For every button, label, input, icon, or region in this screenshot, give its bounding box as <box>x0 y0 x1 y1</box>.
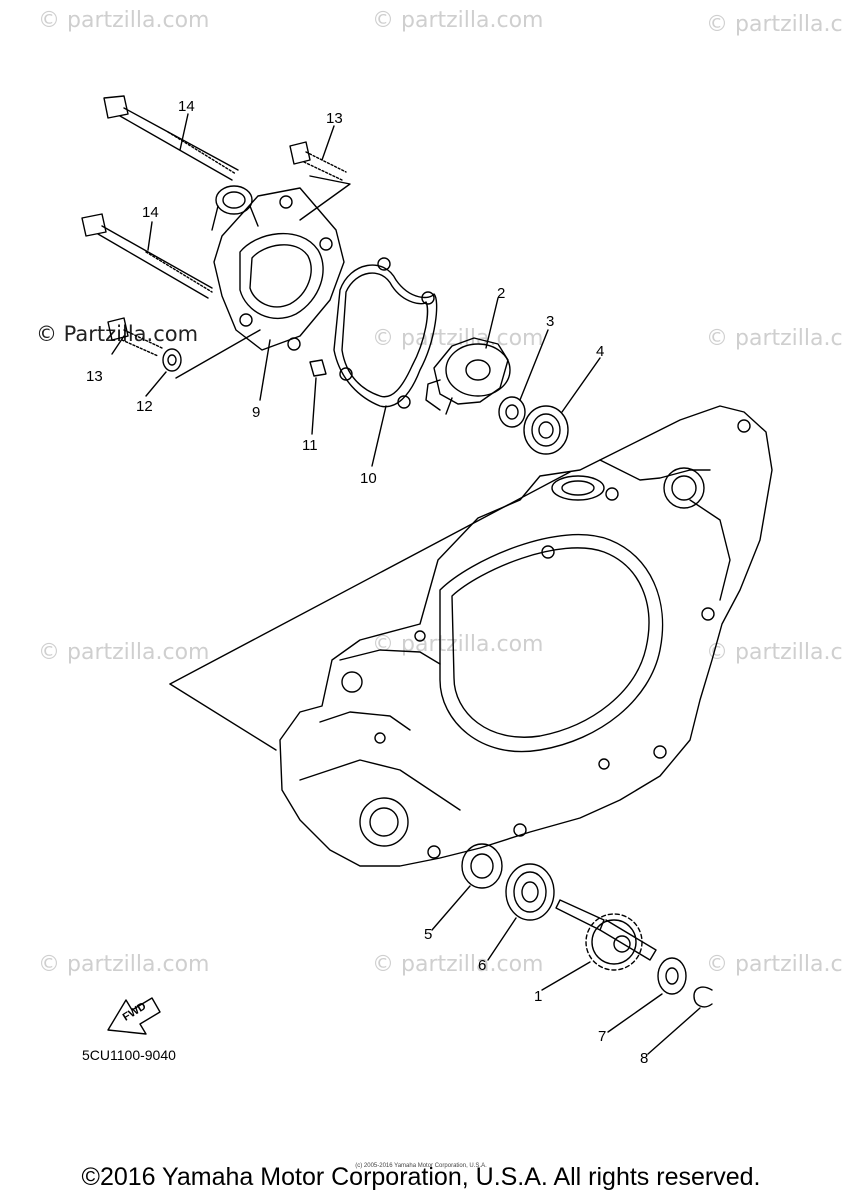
bolt-14-lower <box>81 213 213 299</box>
callout-11: 11 <box>302 437 318 454</box>
washer-12 <box>162 348 182 372</box>
part-code: 5CU1100-9040 <box>82 1047 176 1063</box>
watermark: © partzilla.com <box>372 952 544 977</box>
pump-gasket <box>333 264 438 408</box>
water-pump-housing <box>213 187 345 351</box>
callout-5: 5 <box>424 926 433 943</box>
bearing-5 <box>461 843 503 889</box>
callout-3: 3 <box>546 313 555 330</box>
oil-seal <box>498 396 526 428</box>
crankcase-cover <box>279 405 773 867</box>
bearing-6 <box>505 863 555 921</box>
callout-14-upper: 14 <box>178 98 195 115</box>
watermark: © partzilla.com <box>706 326 842 351</box>
callout-13-upper: 13 <box>326 110 343 127</box>
watermark: © partzilla.com <box>38 640 210 665</box>
callout-12: 12 <box>136 398 153 415</box>
watermark: © partzilla.com <box>706 12 842 37</box>
callout-2: 2 <box>497 285 506 302</box>
bolt-13-upper <box>289 141 347 181</box>
callout-14-lower: 14 <box>142 204 159 221</box>
bolt-13-lower <box>107 317 163 357</box>
callout-1: 1 <box>534 988 543 1005</box>
watermark: © partzilla.com <box>38 952 210 977</box>
bearing-4 <box>523 405 569 455</box>
callout-13-lower: 13 <box>86 368 103 385</box>
impeller-shaft <box>555 899 605 931</box>
watermark: © partzilla.com <box>706 640 842 665</box>
callout-7: 7 <box>598 1028 607 1045</box>
callout-9: 9 <box>252 404 261 421</box>
watermark: © partzilla.com <box>372 8 544 33</box>
small-copyright: (c) 2005-2016 Yamaha Motor Corporation, … <box>355 1163 487 1169</box>
callout-6: 6 <box>478 957 487 974</box>
circlip <box>693 986 713 1008</box>
watermark: © partzilla.com <box>706 952 842 977</box>
washer <box>657 957 687 995</box>
callout-10: 10 <box>360 470 377 487</box>
dowel-pin <box>309 359 327 377</box>
callout-4: 4 <box>596 343 605 360</box>
copyright-footer: ©2016 Yamaha Motor Corporation, U.S.A. A… <box>81 1163 761 1191</box>
bolt-14-upper <box>103 95 239 181</box>
impeller <box>433 337 509 405</box>
watermark-dark: © Partzilla.com <box>36 322 199 346</box>
fwd-arrow-icon <box>107 997 161 1035</box>
watermark: © partzilla.com <box>38 8 210 33</box>
callout-8: 8 <box>640 1050 649 1067</box>
watermark: © partzilla.com <box>372 326 544 351</box>
watermark: © partzilla.com <box>372 632 544 657</box>
